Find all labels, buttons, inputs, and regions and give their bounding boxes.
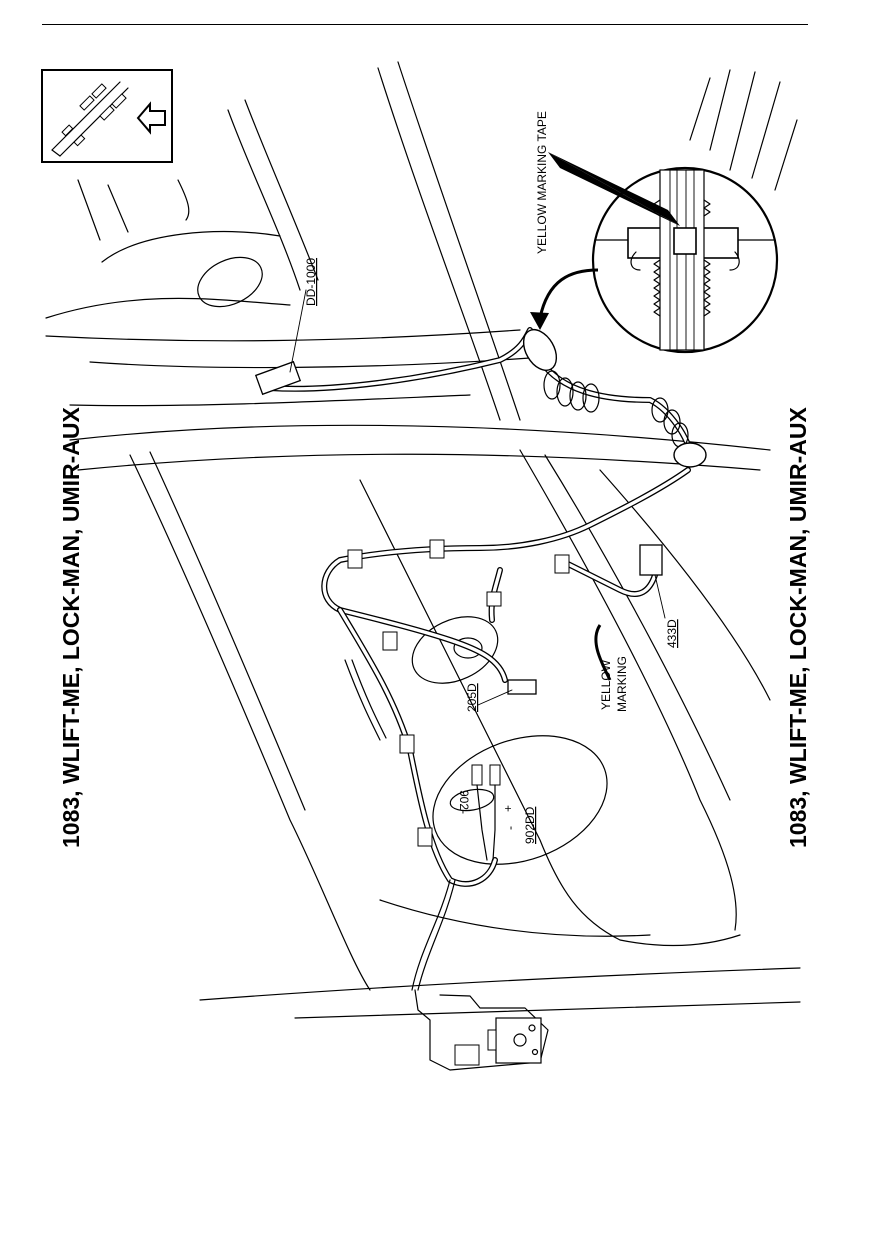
yellow-marking-pointer	[594, 624, 612, 681]
door-panel-outline	[45, 61, 801, 1019]
label-yellow-marking-tape: YELLOW MARKING TAPE	[535, 111, 549, 254]
label-902dd: 902DD	[523, 806, 537, 844]
label-yellow: YELLOW	[599, 659, 613, 710]
label-minus: -	[503, 826, 517, 830]
connector-dd1000	[254, 289, 307, 396]
label-marking: MARKING	[615, 656, 629, 712]
page-heading-left: 1083, WLIFT-ME, LOCK-MAN, UMIR-AUX	[58, 407, 84, 848]
connector-433d	[639, 544, 666, 619]
connector-902dd	[449, 764, 501, 861]
label-plus: +	[501, 805, 515, 812]
detail-callout-arrow	[530, 268, 599, 330]
tape-pointer-wedge	[548, 152, 680, 226]
top-rule	[42, 24, 808, 25]
grommet-detail-magnifier	[591, 166, 779, 354]
harness-clips	[347, 539, 570, 847]
connector-205d	[477, 679, 537, 706]
door-lock-mechanism	[414, 989, 549, 1071]
label-205d: 205D	[465, 683, 479, 712]
label-902-tag: 902-	[457, 790, 471, 814]
label-433d: 433D	[665, 619, 679, 648]
page-heading-right: 1083, WLIFT-ME, LOCK-MAN, UMIR-AUX	[785, 407, 811, 848]
label-dd1000: DD-1000	[304, 258, 318, 306]
grommet-tube	[522, 329, 707, 468]
vehicle-orientation-icon	[41, 69, 173, 163]
direction-arrow-icon	[136, 101, 166, 135]
speaker-hole	[197, 256, 608, 865]
